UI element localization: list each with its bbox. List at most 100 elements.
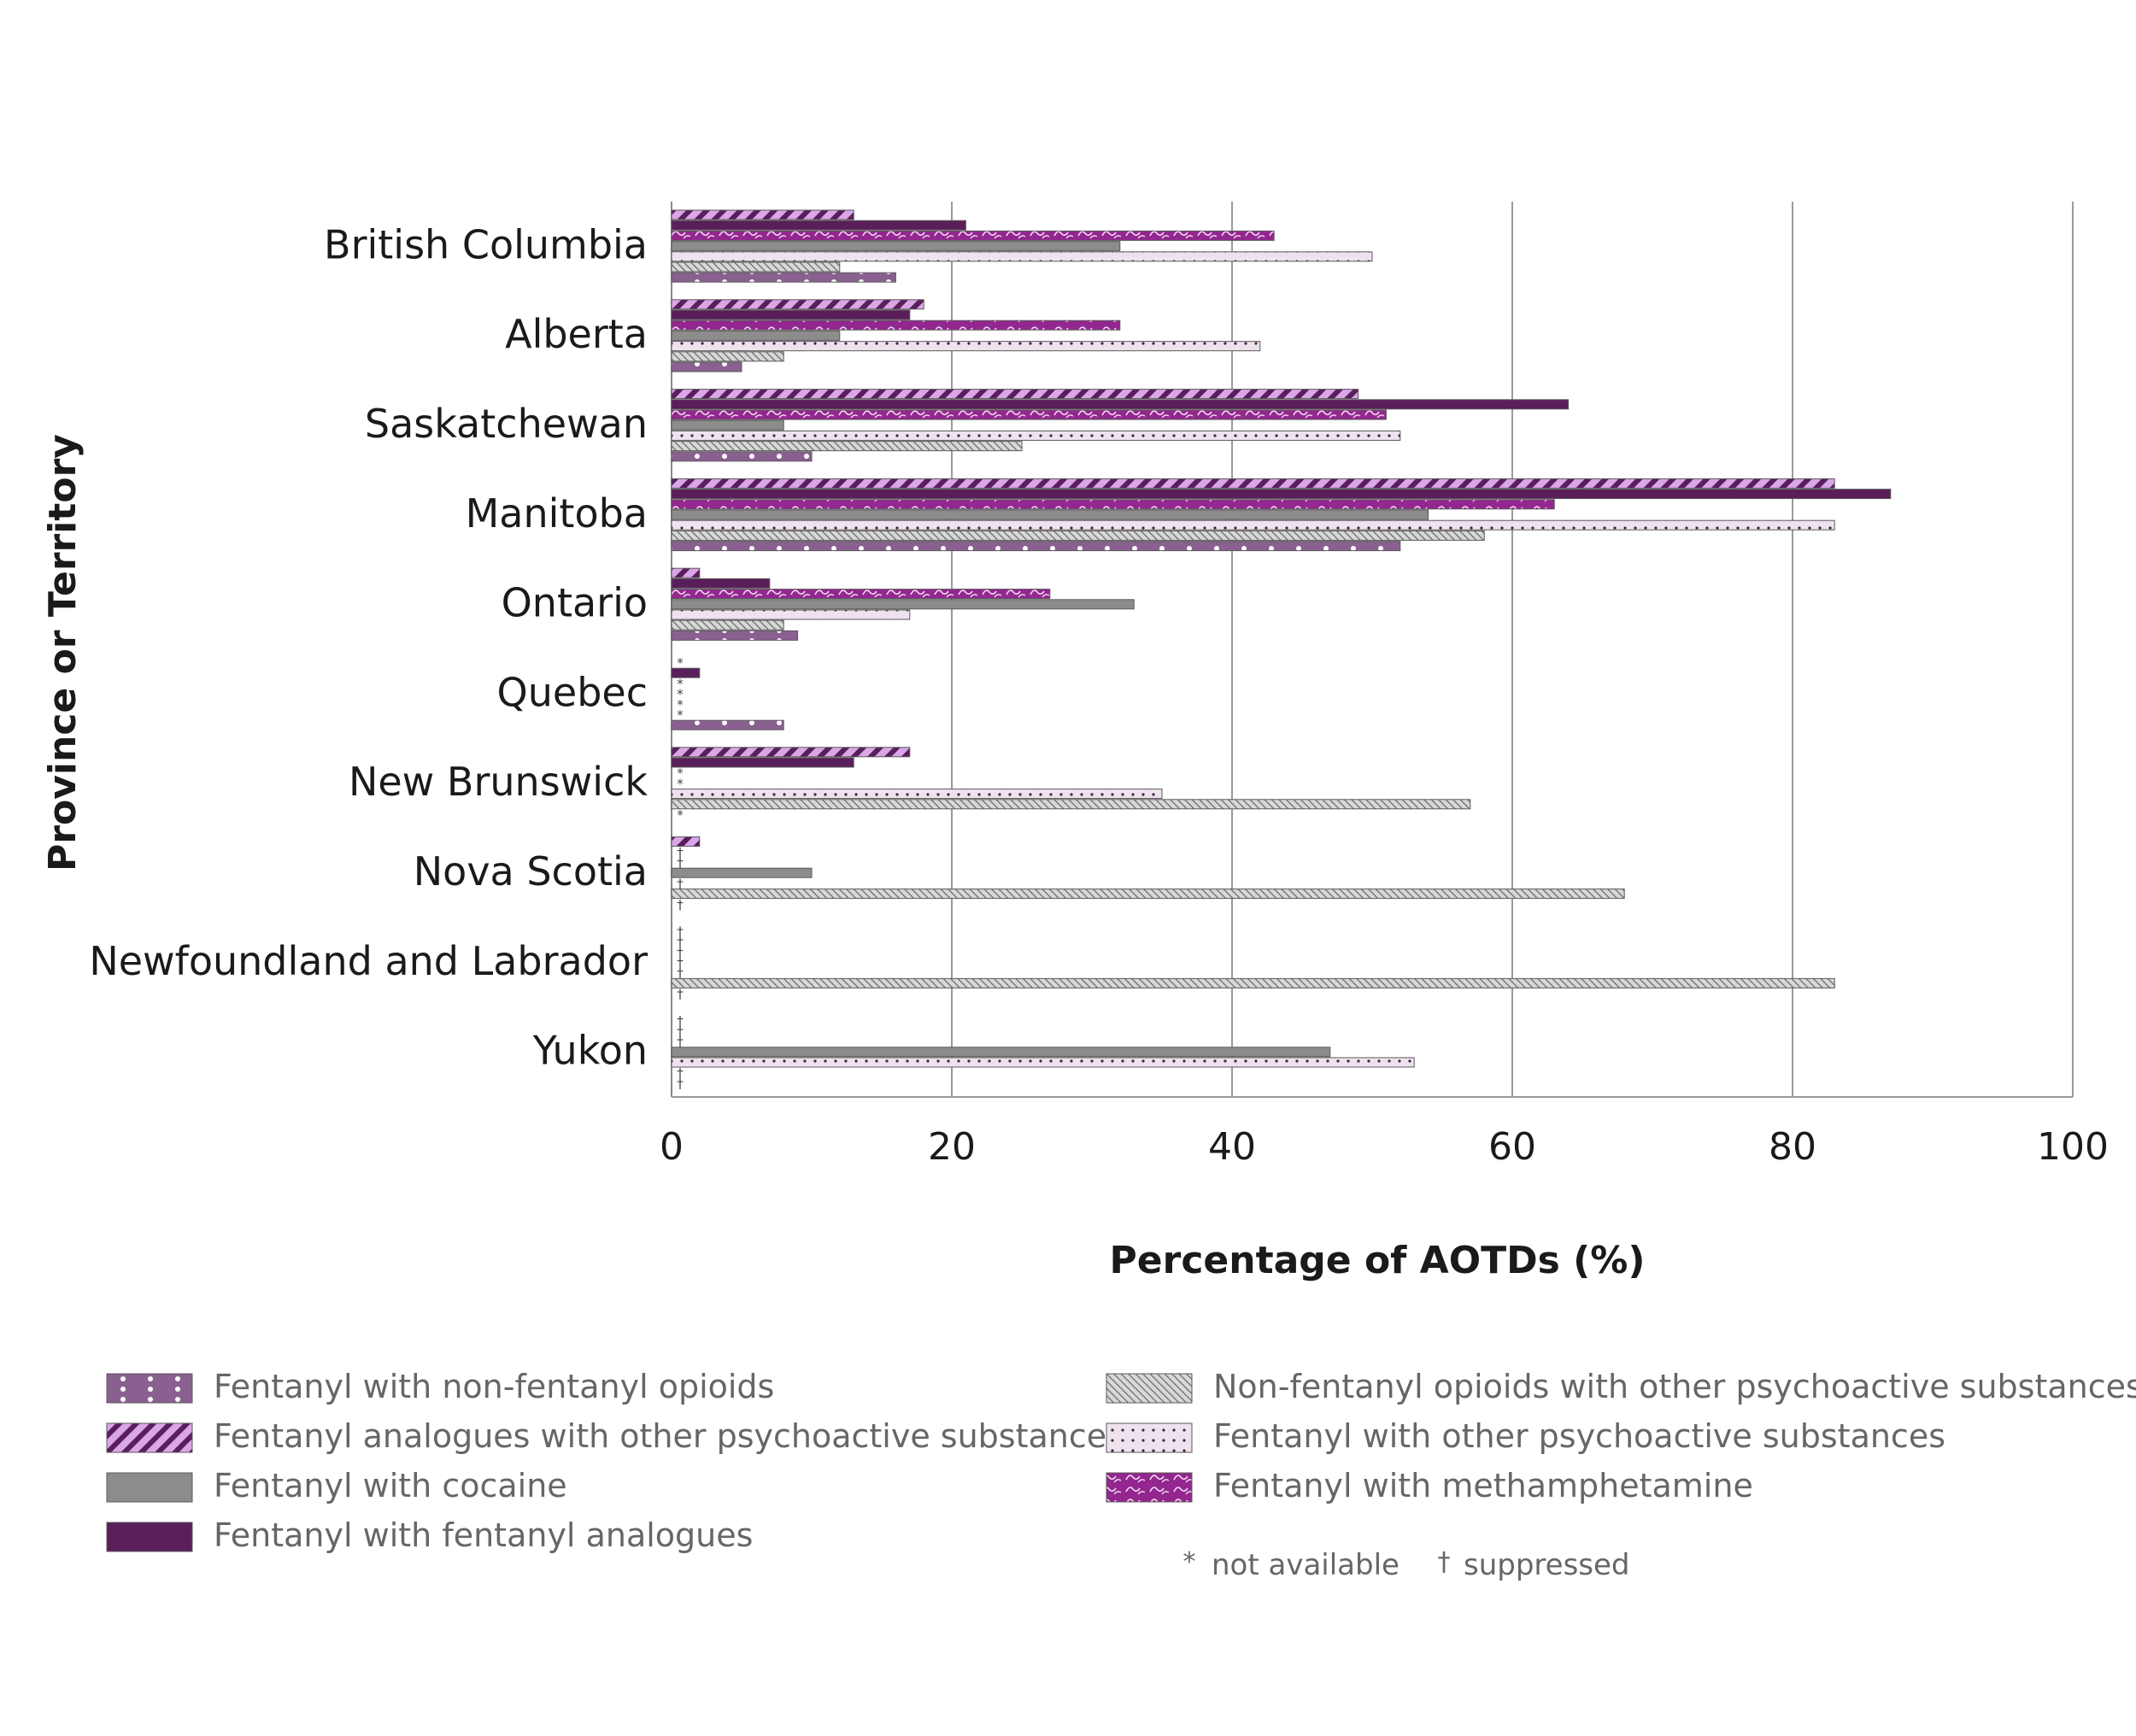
bar [671,251,1373,262]
x-tick-label: 100 [2037,1125,2109,1169]
category-label: Saskatchewan [365,401,648,447]
footnote-label: not available [1212,1548,1400,1582]
bar [671,889,1625,900]
bar-flag: † [677,897,684,912]
bar-flag: * [677,807,684,823]
bar [671,499,1555,510]
bar [671,836,701,847]
legend: Fentanyl with non-fentanyl opioidsFentan… [106,1368,2136,1554]
bar [671,599,1135,610]
bar-flag: † [677,965,684,981]
bar [671,799,1471,810]
category-label: Nova Scotia [414,848,648,894]
bar [671,509,1429,520]
bar-flag: † [677,876,684,891]
category-label: Ontario [502,580,648,626]
footnote-symbol: * [1183,1547,1196,1577]
bar-flag: † [677,955,684,971]
bar [671,478,1835,489]
bar [671,261,841,273]
bar-flag: * [677,707,684,723]
bar [671,789,1163,800]
legend-footnotes: * not available † suppressed [1183,1547,1630,1582]
bar [671,589,1051,600]
legend-swatch [106,1373,193,1404]
category-label: Newfoundland and Labrador [89,938,648,984]
x-tick-label: 0 [660,1125,684,1169]
bar-flag: † [677,855,684,871]
bar-flag: † [677,987,684,1002]
category-label: Quebec [497,669,648,715]
bar-flag: † [677,1065,684,1081]
bar [671,299,924,310]
bar [671,399,1570,410]
bar-flag: † [677,945,684,960]
bar-flag: * [677,687,684,702]
bar [671,1047,1331,1058]
legend-label: Fentanyl with methamphetamine [1213,1467,1753,1504]
bar-flag: * [677,765,684,781]
category-label: Manitoba [466,490,648,537]
legend-swatch [1106,1422,1193,1453]
x-tick-label: 60 [1488,1125,1536,1169]
category-label: Yukon [532,1028,648,1074]
bar [671,1057,1415,1068]
bar [671,409,1387,420]
legend-label: Fentanyl analogues with other psychoacti… [214,1417,1124,1455]
category-label: Alberta [505,311,648,357]
bar [671,757,854,768]
x-tick-label: 40 [1208,1125,1256,1169]
legend-swatch [106,1522,193,1552]
bar [671,630,799,641]
bar [671,747,911,758]
footnote-symbol: † [1438,1547,1451,1577]
flag-marks: *†††††**†††**†*††*†*††† [677,655,684,1091]
x-tick-label: 20 [928,1125,976,1169]
bar [671,619,784,630]
bar [671,330,841,341]
bar-flag: * [677,776,684,791]
category-label: British Columbia [324,221,648,267]
bar-flag: * [677,676,684,691]
bar [671,541,1401,552]
bar [671,977,1835,988]
bar [671,441,1023,452]
legend-swatch [106,1422,193,1453]
bar [671,209,854,220]
x-tick-label: 80 [1769,1125,1816,1169]
bar [671,530,1485,541]
bar [671,320,1121,331]
legend-label: Fentanyl with fentanyl analogues [214,1516,753,1554]
category-labels: British ColumbiaAlbertaSaskatchewanManit… [89,221,648,1073]
bar [671,489,1892,500]
bar-marks [671,209,1892,1068]
bar [671,309,911,320]
bar [671,341,1261,352]
bar-flag: * [677,655,684,671]
bar [671,667,701,678]
bar [671,361,742,372]
bar [671,519,1835,531]
bar [671,272,896,283]
bar-flag: † [677,924,684,939]
y-axis-title: Province or Territory [41,434,85,871]
category-label: New Brunswick [349,759,648,805]
legend-swatch [1106,1373,1193,1404]
bar-flag: * [677,697,684,713]
bar-flag: † [677,1076,684,1091]
bar [671,389,1359,400]
bar-flag: † [677,1013,684,1029]
legend-label: Non-fentanyl opioids with other psychoac… [1213,1368,2136,1405]
bar-flag: † [677,1035,684,1050]
bar [671,867,813,878]
bar [671,451,813,462]
x-axis: 0 20 40 60 80 100 [660,1125,2109,1169]
bar [671,230,1275,241]
bar [671,351,784,362]
bar [671,719,784,730]
legend-swatch [106,1472,193,1503]
footnote-label: suppressed [1464,1548,1630,1582]
bar [671,578,771,589]
bar-flag: † [677,935,684,950]
bar-flag: † [677,845,684,860]
